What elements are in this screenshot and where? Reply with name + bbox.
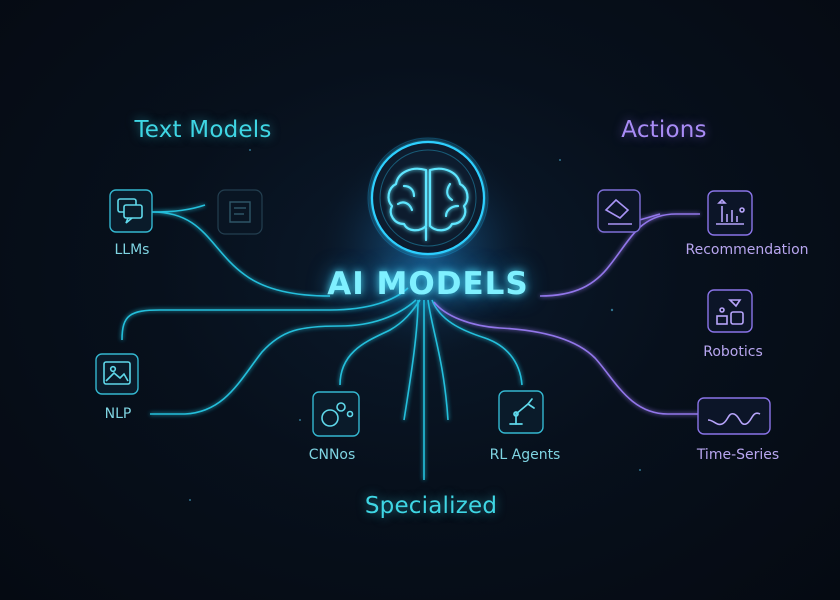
- center-node[interactable]: [367, 137, 489, 259]
- node-recommendation-box[interactable]: [707, 190, 753, 236]
- wire-left-top: [121, 287, 409, 341]
- node-robotics-box[interactable]: [707, 289, 753, 333]
- section-text-models: Text Models: [134, 117, 272, 143]
- image-frame-icon: [103, 361, 131, 385]
- node-time-series-box[interactable]: [697, 397, 771, 435]
- robot-arm-icon: [509, 398, 535, 425]
- label-time-series: Time-Series: [696, 447, 780, 463]
- node-llms-box[interactable]: [109, 189, 153, 233]
- wire-top-left-branch: [151, 204, 206, 213]
- bar-chart-icon: [716, 198, 745, 225]
- wire-llms: [151, 211, 331, 297]
- label-rl-agents: RL Agents: [489, 447, 561, 463]
- node-nlp-box[interactable]: [95, 353, 139, 395]
- wire-center-right: [427, 299, 449, 421]
- label-nlp: NLP: [104, 406, 132, 422]
- circles-icon: [321, 402, 354, 427]
- label-recommendation: Recommendation: [685, 242, 809, 258]
- section-specialized: Specialized: [364, 493, 498, 519]
- label-llms: LLMs: [114, 242, 150, 258]
- label-cnnos: CNNos: [308, 447, 356, 463]
- wave-icon: [707, 412, 761, 426]
- label-robotics: Robotics: [703, 344, 763, 360]
- hand-tool-icon: [597, 189, 641, 233]
- wire-center-left: [403, 299, 419, 421]
- document-icon: [217, 189, 263, 235]
- robot-kit-icon: [716, 299, 744, 325]
- wire-cnnos: [339, 299, 421, 386]
- wire-nlp: [150, 299, 417, 415]
- chat-bubbles-icon: [117, 198, 143, 224]
- sparkles: [189, 149, 641, 501]
- brain-icon: [387, 167, 469, 242]
- wire-rl-agents: [431, 299, 523, 386]
- node-rl-agents-box[interactable]: [498, 390, 544, 434]
- wire-time-series: [433, 301, 700, 415]
- section-actions: Actions: [621, 117, 707, 143]
- center-title: AI MODELS: [327, 266, 529, 302]
- wire-recommendation: [539, 213, 700, 297]
- node-cnnos-box[interactable]: [312, 391, 360, 437]
